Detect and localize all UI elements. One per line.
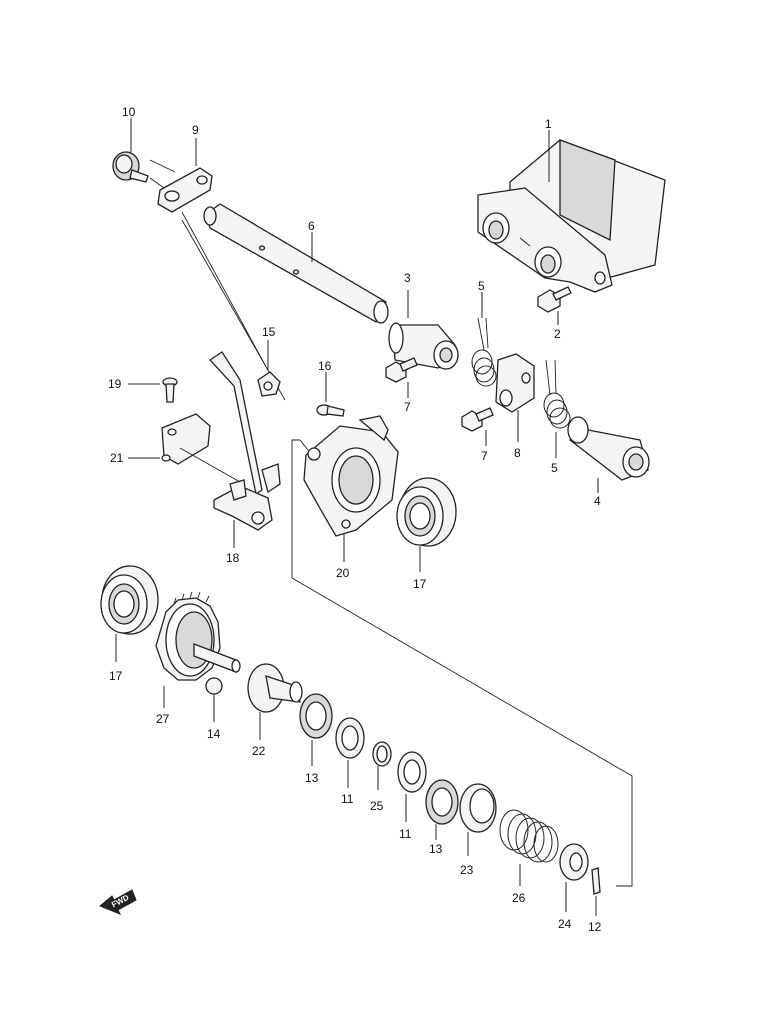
part-7-bolt-upper [385,357,418,383]
callout-1: 1 [545,117,552,131]
callout-13-upper: 13 [305,771,319,785]
callout-9: 9 [192,123,199,137]
part-4-sleeve [567,416,650,481]
callout-8: 8 [514,446,521,460]
leader-10-to-9 [149,159,176,173]
part-12-pin [591,867,601,895]
callout-18: 18 [226,551,240,565]
callout-11-upper: 11 [341,792,354,806]
callout-11-lower: 11 [399,827,412,841]
part-10-flange-bolt [112,151,149,183]
callout-12: 12 [588,920,602,934]
part-5-spring-lower [543,359,571,429]
part-9-plate [157,167,213,213]
part-21-bracket [161,413,211,465]
callout-5-lower: 5 [551,461,558,475]
part-3-collar [388,322,459,370]
part-25-ring [372,741,392,767]
part-5-spring-upper [471,317,497,387]
part-13-needle-bearing-lower [425,779,459,825]
part-14-ball [205,677,223,695]
guide-bracket-line [291,439,633,887]
part-7-bolt-lower [461,407,494,432]
callout-17-lower: 17 [109,669,123,683]
part-13-needle-bearing-upper [299,693,333,739]
callout-22: 22 [252,744,266,758]
callout-16: 16 [318,359,332,373]
callout-2: 2 [554,327,561,341]
part-6-shaft [203,203,389,324]
part-22-collar [247,663,303,713]
part-2-bolt [537,286,572,313]
callout-5-upper: 5 [478,279,485,293]
part-1-housing [477,139,666,293]
callout-27: 27 [156,712,170,726]
part-26-coil-spring [499,809,559,863]
callout-4: 4 [594,494,601,508]
part-16-screw [316,404,345,417]
part-20-plate [303,415,399,537]
part-18-lever [209,351,281,531]
leader-10-to-9b [149,177,165,189]
part-17-bearing-upper [396,477,457,547]
part-11-washer-lower [397,751,427,793]
callout-3: 3 [404,271,411,285]
callout-6: 6 [308,219,315,233]
part-17-bearing-lower [100,565,159,635]
callout-21: 21 [110,451,124,465]
callout-15: 15 [262,325,276,339]
part-15-clip [257,371,281,397]
callout-10: 10 [122,105,136,119]
part-24-circlip [559,843,589,881]
fwd-arrow-icon: FWD [99,889,137,915]
part-19-screw [162,377,178,403]
part-27-gear-shaft [155,591,241,681]
part-11-washer-upper [335,717,365,759]
callout-13-lower: 13 [429,842,443,856]
leader-9-to-15 [181,211,266,366]
leader-21-to-18 [179,447,241,483]
part-23-cup-washer [459,783,497,833]
callout-20: 20 [336,566,350,580]
callout-7-lower: 7 [481,449,488,463]
callout-19: 19 [108,377,122,391]
callout-23: 23 [460,863,474,877]
callout-17-upper: 17 [413,577,427,591]
callout-24: 24 [558,917,572,931]
part-8-cam-block [495,353,535,413]
callout-7-upper: 7 [404,400,411,414]
callout-25: 25 [370,799,384,813]
callout-26: 26 [512,891,526,905]
guide-bracket-tick [299,439,309,451]
callout-14: 14 [207,727,221,741]
